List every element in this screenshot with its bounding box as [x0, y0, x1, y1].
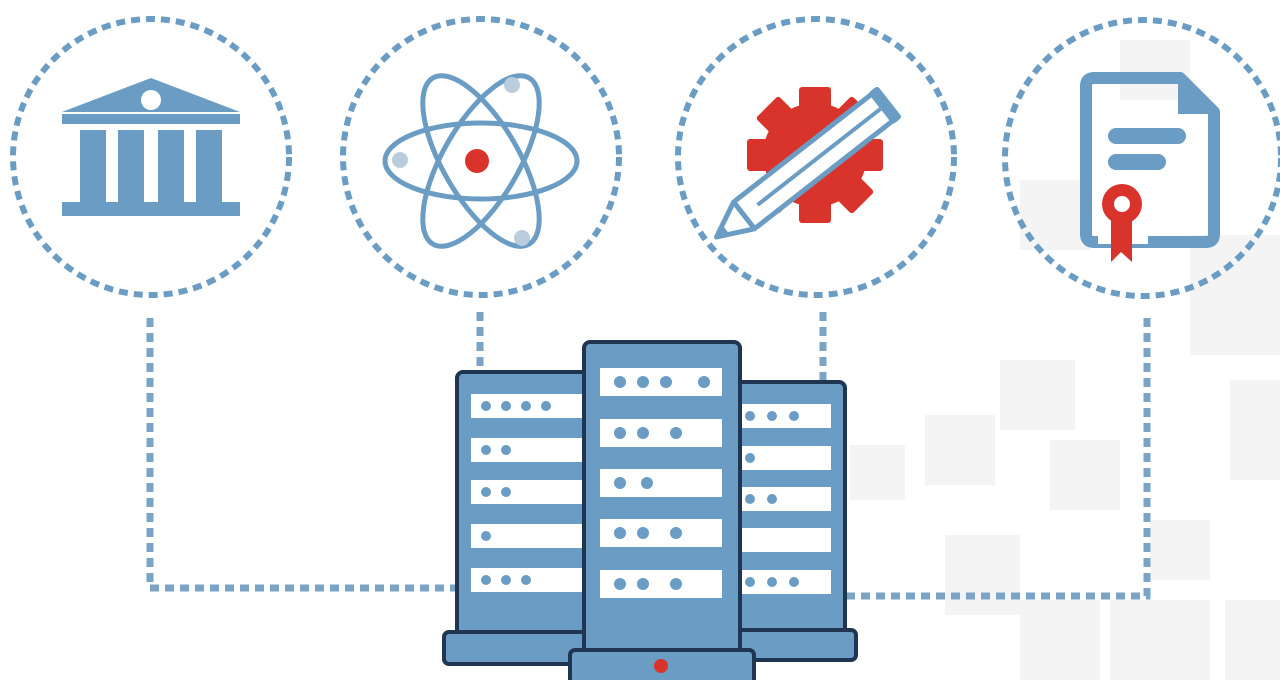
circle-science [340, 16, 622, 298]
power-led [654, 659, 668, 673]
server-rack-right [720, 380, 858, 662]
node-circles [10, 16, 1280, 299]
server-rack-left [442, 370, 604, 666]
ribbon-seal-icon [1098, 184, 1148, 262]
building-columns-icon [62, 78, 240, 216]
pencil-icon [713, 86, 901, 240]
connectors [146, 312, 1151, 600]
gear-pencil-icon [713, 86, 901, 240]
certificate-document-icon [1080, 72, 1220, 262]
atom-icon [382, 73, 580, 249]
circle-document [1002, 17, 1280, 299]
connector-institution [146, 318, 460, 592]
server-rack-center [568, 340, 756, 680]
server-rack-icon [442, 340, 858, 680]
circle-institution [10, 16, 292, 298]
circle-engineering [675, 16, 957, 298]
connector-document [846, 318, 1151, 600]
